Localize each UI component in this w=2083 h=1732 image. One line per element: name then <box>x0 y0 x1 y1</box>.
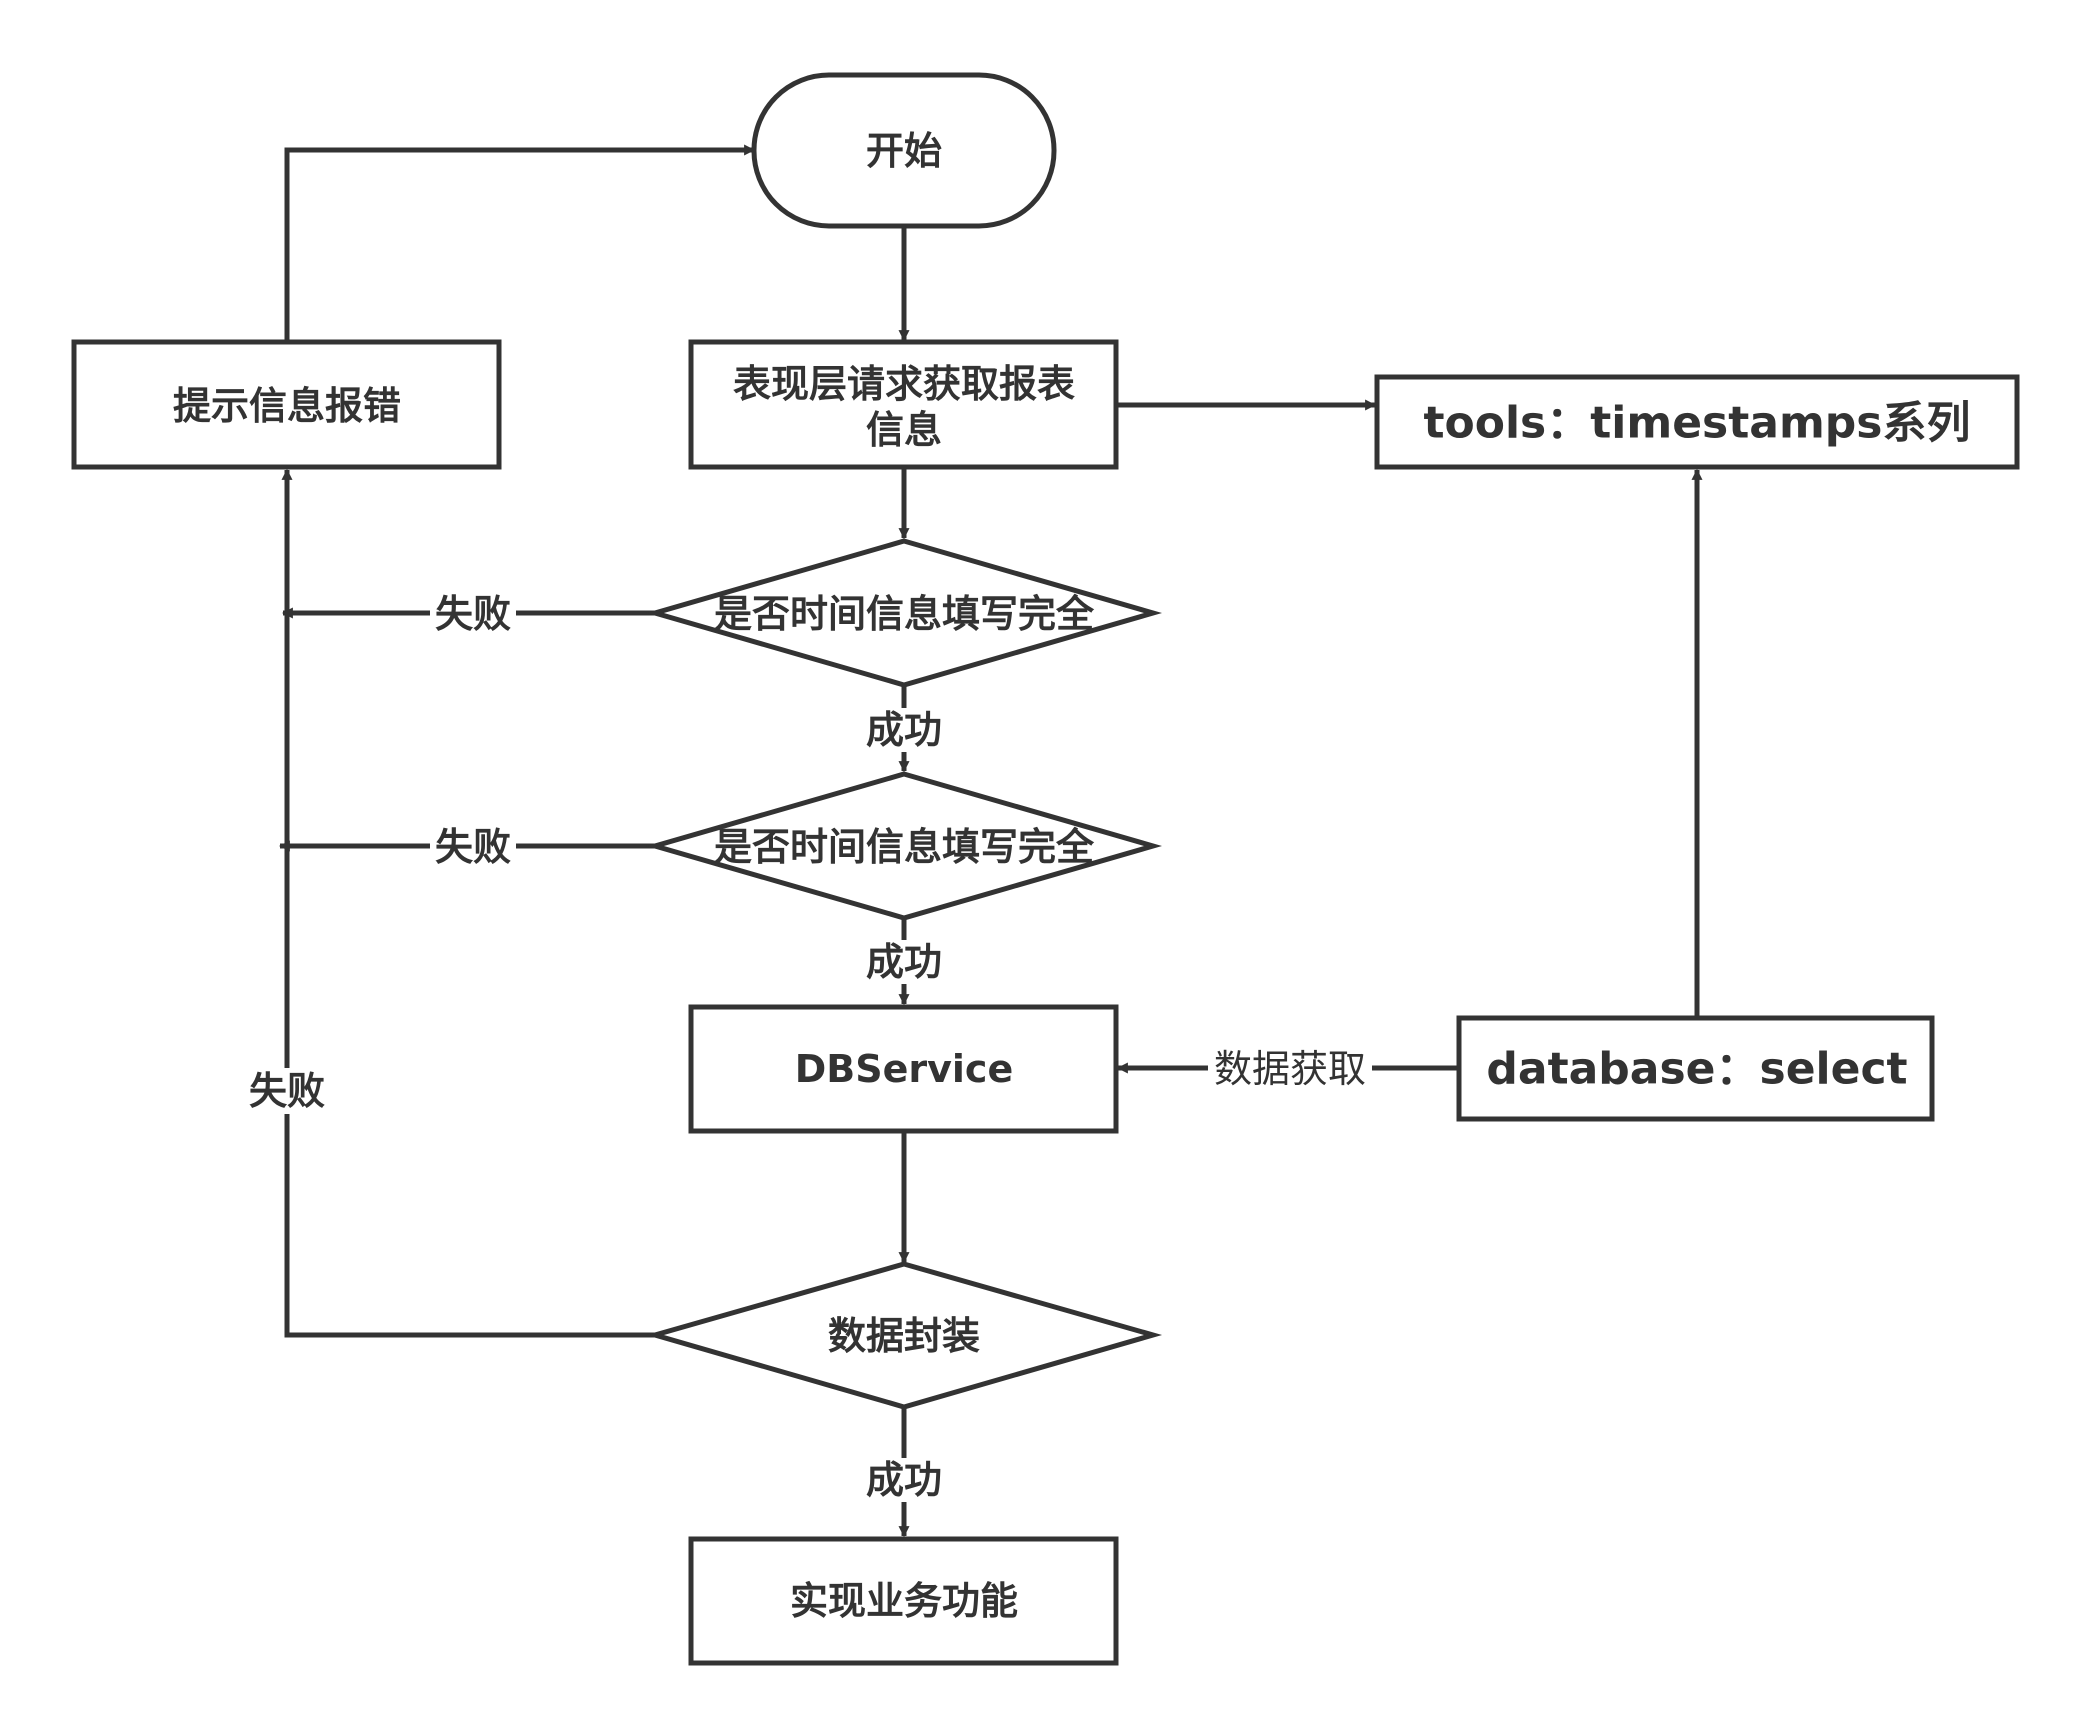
check1-label: 是否时间信息填写完全 <box>714 592 1095 636</box>
request-label-line1: 表现层请求获取报表 <box>733 362 1075 406</box>
dbservice-label: DBService <box>795 1047 1013 1091</box>
pack-diamond <box>645 1261 1163 1410</box>
pack-label: 数据封装 <box>828 1314 980 1358</box>
check2-diamond <box>645 771 1163 921</box>
request-box <box>688 339 1119 470</box>
tools-label: tools：timestamps系列 <box>1423 398 1970 449</box>
business-label: 实现业务功能 <box>790 1579 1018 1623</box>
database-box <box>1456 1015 1935 1122</box>
tools-box <box>1374 374 2020 470</box>
fail-label-check1: 失败 <box>435 592 511 636</box>
fail-label-pack: 失败 <box>249 1069 325 1113</box>
business-box <box>688 1536 1119 1666</box>
success-label-check1: 成功 <box>866 708 942 752</box>
fail-label-check2: 失败 <box>435 825 511 869</box>
success-label-check2: 成功 <box>866 940 942 984</box>
dbservice-box <box>688 1004 1119 1134</box>
request-label-line2: 信息 <box>866 408 942 452</box>
fetch-label: 数据获取 <box>1214 1047 1366 1091</box>
check2-label: 是否时间信息填写完全 <box>714 825 1095 869</box>
edge-pack-fail <box>281 468 655 1338</box>
error-label: 提示信息报错 <box>173 384 401 428</box>
edge-error-to-start <box>284 144 756 340</box>
error-box <box>71 339 502 470</box>
start-label: 开始 <box>866 129 942 173</box>
database-label: database：select <box>1486 1044 1907 1095</box>
start-terminal <box>751 72 1057 229</box>
check1-diamond <box>645 538 1163 688</box>
success-label-pack: 成功 <box>866 1458 942 1502</box>
